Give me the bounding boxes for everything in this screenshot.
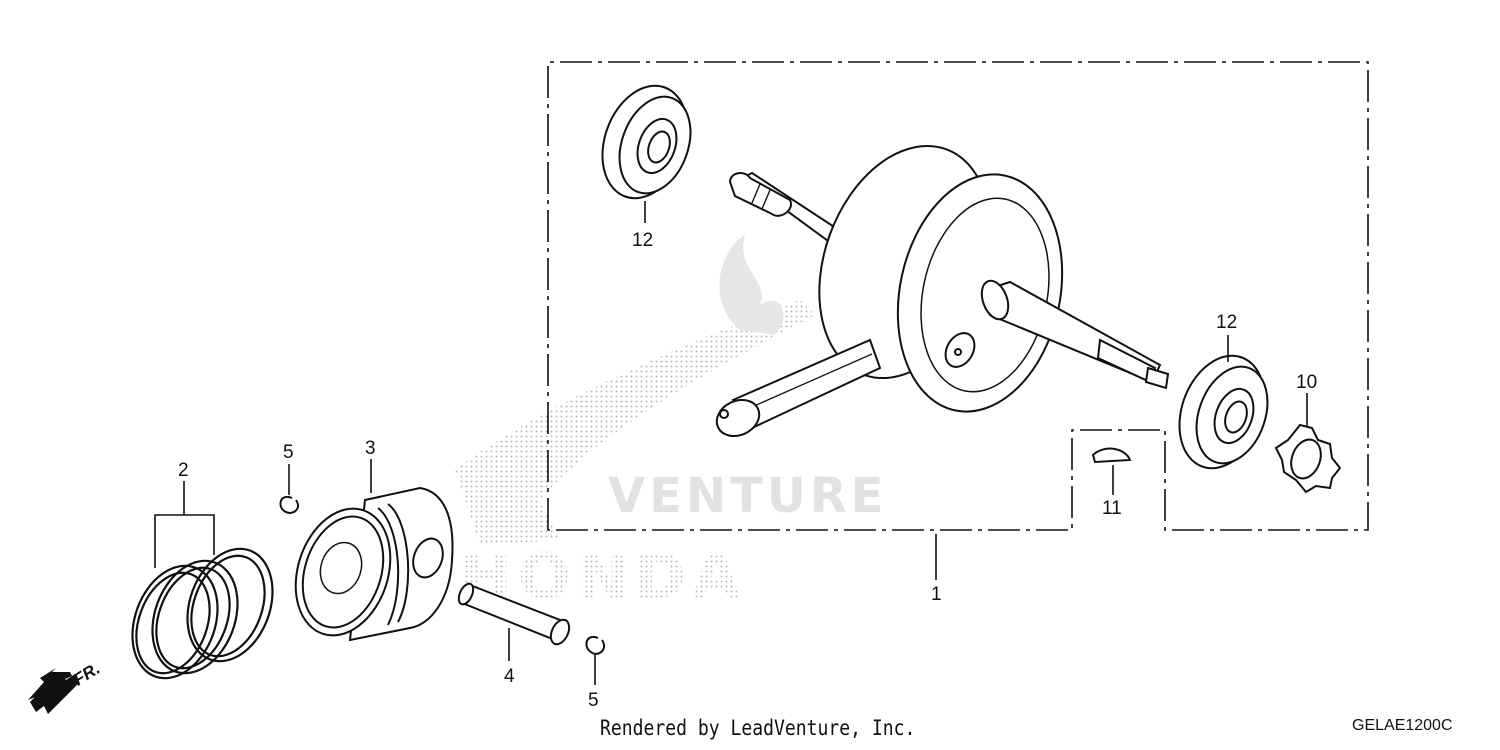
watermark: HONDA VENTURE xyxy=(455,235,888,613)
callout-5-bottom: 5 xyxy=(588,690,599,711)
callout-1: 1 xyxy=(931,584,942,605)
bearing-right[interactable] xyxy=(1165,344,1281,480)
callout-3: 3 xyxy=(365,438,376,459)
small-end xyxy=(715,399,761,437)
woodruff-key[interactable] xyxy=(1091,447,1132,464)
crankshaft-right-thread xyxy=(1144,366,1170,390)
callout-2: 2 xyxy=(178,460,189,481)
diagram-code: GELAE1200C xyxy=(1352,717,1453,734)
callout-5-top: 5 xyxy=(283,442,294,463)
callouts: 12 12 10 11 1 2 3 4 5 5 xyxy=(178,230,1317,711)
callout-11: 11 xyxy=(1102,498,1122,519)
crankshaft-left-spline xyxy=(728,172,792,217)
honda-wing-logo xyxy=(455,300,815,545)
callout-10: 10 xyxy=(1296,372,1317,393)
piston-rings[interactable] xyxy=(118,537,288,690)
cam-chain-sprocket[interactable] xyxy=(1274,423,1342,494)
piston-pin[interactable] xyxy=(456,581,573,647)
callout-4: 4 xyxy=(504,666,515,687)
credit-text: Rendered by LeadVenture, Inc. xyxy=(600,716,916,740)
watermark-flame xyxy=(719,235,784,335)
watermark-dealer-text: VENTURE xyxy=(608,468,888,524)
callout-12-left: 12 xyxy=(632,230,653,251)
callout-12-right: 12 xyxy=(1216,312,1237,333)
crankshaft-assembly[interactable] xyxy=(711,122,1170,443)
pin-clip-top[interactable] xyxy=(279,495,299,515)
bearing-left[interactable] xyxy=(588,74,704,210)
pin-clip-bottom[interactable] xyxy=(585,635,605,656)
leader-lines xyxy=(154,201,1308,685)
assembly-boundary xyxy=(547,61,1369,531)
piston[interactable] xyxy=(280,486,454,648)
piston-pin-boss xyxy=(412,537,444,579)
front-direction-indicator: FR. xyxy=(28,659,103,714)
